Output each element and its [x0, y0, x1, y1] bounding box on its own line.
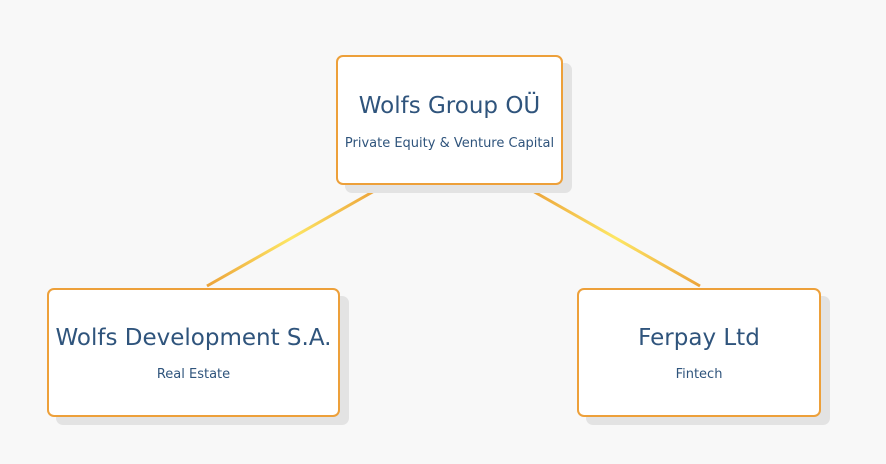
connector-root-to-left — [206, 188, 377, 288]
node-root: Wolfs Group OÜ Private Equity & Venture … — [336, 55, 563, 185]
node-child-right-subtitle: Fintech — [675, 367, 723, 382]
connector-root-to-right — [530, 188, 701, 288]
node-child-left-title: Wolfs Development S.A. — [55, 325, 332, 351]
node-child-left-subtitle: Real Estate — [156, 367, 231, 382]
node-child-right: Ferpay Ltd Fintech — [577, 288, 821, 417]
node-child-left: Wolfs Development S.A. Real Estate — [47, 288, 340, 417]
node-root-title: Wolfs Group OÜ — [358, 93, 541, 119]
node-root-subtitle: Private Equity & Venture Capital — [344, 136, 555, 151]
node-child-right-title: Ferpay Ltd — [638, 325, 760, 351]
